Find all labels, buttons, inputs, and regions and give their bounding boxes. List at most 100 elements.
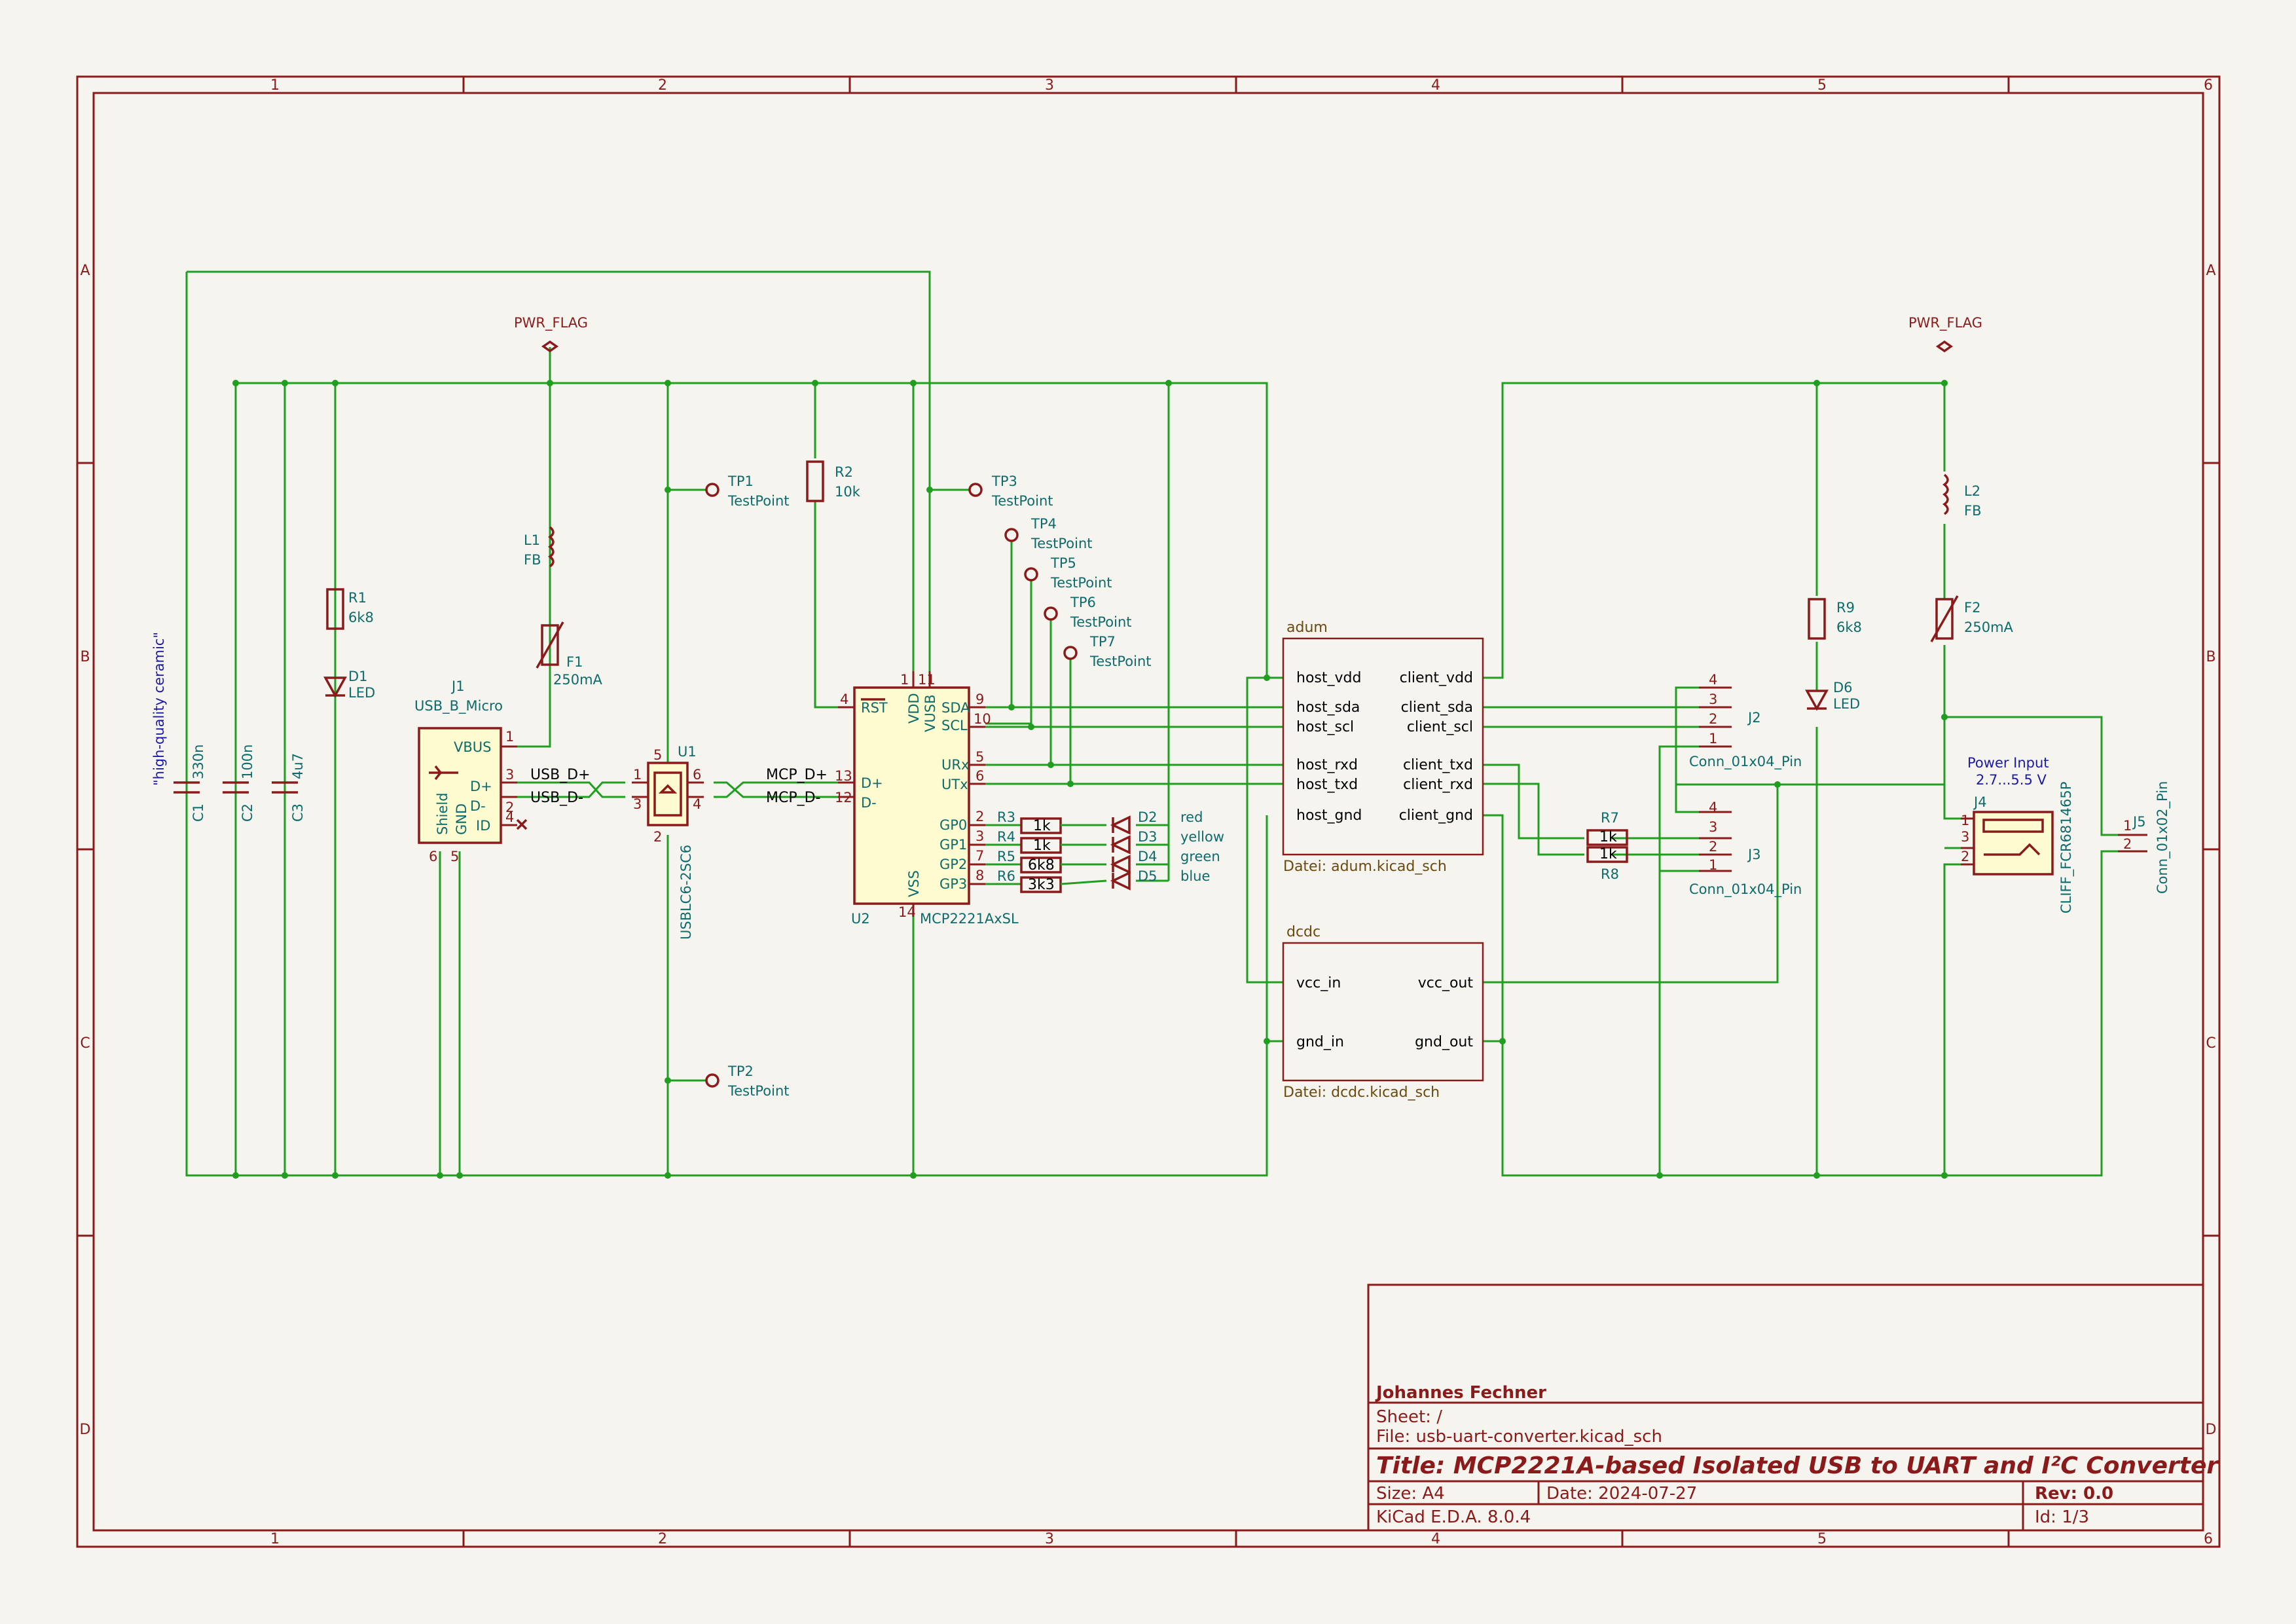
j5-val: Conn_01x02_Pin	[2155, 781, 2171, 894]
zone-col: 5	[1817, 1531, 1827, 1547]
u2-num: 9	[975, 692, 984, 707]
dcdc-name: dcdc	[1286, 924, 1321, 940]
ferrite-l2[interactable]: L2 FB	[1942, 473, 1982, 519]
f1-val: 250mA	[553, 672, 603, 688]
junctions	[232, 380, 1948, 1179]
j4-num: 1	[1961, 813, 1969, 828]
connector-j5[interactable]: 1 2 J5 Conn_01x02_Pin	[2118, 781, 2171, 894]
l1-ref: L1	[524, 532, 540, 548]
connector-j3[interactable]: 4 3 2 1 J3 Conn_01x04_Pin	[1689, 800, 1802, 898]
net-usb-dp: USB_D+	[530, 767, 591, 783]
resistor-r5[interactable]: R5 6k8	[997, 849, 1062, 874]
led-d2[interactable]: D2 red	[1110, 809, 1203, 835]
tp4-val: TestPoint	[1030, 536, 1093, 551]
resistor-r8[interactable]: R8 1k	[1586, 846, 1628, 882]
u2-pin: UTx	[941, 777, 968, 792]
u2-num: 6	[975, 768, 984, 784]
u2-pin: SCL	[941, 718, 968, 733]
tp5-ref: TP5	[1050, 555, 1076, 571]
connector-j1[interactable]: J1 USB_B_Micro VBUS D+ D- ID Shield GND …	[414, 678, 528, 864]
j1-pin-shield: Shield	[435, 792, 450, 835]
j2-ref: J2	[1747, 710, 1761, 726]
j5-num: 1	[2123, 818, 2132, 834]
f2-ref: F2	[1964, 600, 1980, 616]
j4-val: CLIFF_FCR681465P	[2058, 782, 2075, 913]
drawing-frame	[76, 75, 2221, 1548]
dcdc-pin: gnd_out	[1415, 1034, 1473, 1050]
resistor-r1[interactable]: R1 6k8	[326, 588, 374, 630]
r5-ref: R5	[997, 849, 1015, 864]
led-d3[interactable]: D3 yellow	[1110, 829, 1224, 855]
u2-pin: VDD	[906, 693, 922, 724]
tp4-ref: TP4	[1030, 516, 1057, 532]
sheet-dcdc[interactable]: dcdc Datei: dcdc.kicad_sch vcc_in gnd_in…	[1282, 924, 1484, 1101]
u1-num: 4	[693, 796, 701, 812]
cap-c3[interactable]: C3 4u7	[272, 753, 306, 822]
zone-col: 4	[1431, 1531, 1440, 1547]
u2-num: 3	[975, 828, 984, 844]
d1-val: LED	[348, 685, 375, 701]
power-flag-right: PWR_FLAG	[1908, 315, 1982, 353]
net-mcp-dp: MCP_D+	[766, 767, 828, 783]
j3-ref: J3	[1747, 847, 1761, 862]
u2-num: 1	[900, 672, 909, 688]
u1-val: USBLC6-2SC6	[678, 845, 694, 940]
testpoint-tp5[interactable]: TP5 TestPoint	[1024, 555, 1112, 591]
d2-ref: D2	[1138, 809, 1157, 825]
j1-pin-dm: D-	[470, 798, 486, 814]
d5-color: blue	[1180, 868, 1210, 884]
l2-ref: L2	[1964, 483, 1980, 499]
led-d1[interactable]: D1 LED	[323, 669, 375, 701]
r6-val: 3k3	[1028, 877, 1055, 893]
led-d6[interactable]: D6 LED	[1805, 680, 1860, 712]
testpoint-tp1[interactable]: TP1 TestPoint	[705, 473, 790, 509]
c3-ref: C3	[290, 803, 306, 822]
u2-ref: U2	[851, 911, 870, 927]
net-mcp-dm: MCP_D-	[766, 790, 821, 806]
drawing-date: Date: 2024-07-27	[1546, 1484, 1697, 1504]
resistor-r6[interactable]: R6 3k3	[997, 868, 1062, 893]
d3-ref: D3	[1138, 829, 1157, 845]
connector-j4[interactable]: 1 3 2 J4 Power Input 2.7...5.5 V CLIFF_F…	[1961, 755, 2075, 913]
testpoint-tp6[interactable]: TP6 TestPoint	[1044, 595, 1132, 630]
adum-pin: host_rxd	[1296, 757, 1358, 773]
j4-num: 2	[1961, 849, 1969, 864]
zone-col: 1	[270, 77, 280, 94]
fuse-f1[interactable]: F1 250mA	[536, 621, 603, 688]
testpoint-tp3[interactable]: TP3 TestPoint	[968, 473, 1053, 509]
testpoint-tp2[interactable]: TP2 TestPoint	[705, 1063, 790, 1099]
led-d5[interactable]: D5 blue	[1110, 868, 1210, 891]
r4-ref: R4	[997, 829, 1015, 845]
connector-j2[interactable]: 4 3 2 1 J2 Conn_01x04_Pin	[1689, 672, 1802, 770]
revision: Rev: 0.0	[2035, 1484, 2113, 1504]
esd-protector-u1[interactable]: U1 USBLC6-2SC6 5 1 3 2 6 4	[632, 744, 704, 940]
tp5-val: TestPoint	[1050, 575, 1112, 591]
ferrite-l1[interactable]: L1 FB	[524, 526, 555, 568]
j1-pin-gnd: GND	[454, 803, 469, 835]
resistor-r4[interactable]: R4 1k	[997, 829, 1062, 854]
adum-pin: host_scl	[1296, 719, 1354, 735]
u1-num: 1	[633, 767, 642, 783]
c1-val: 330n	[191, 745, 206, 779]
j1-pin-dp: D+	[470, 779, 492, 794]
r9-val: 6k8	[1836, 619, 1862, 635]
fuse-f2[interactable]: F2 250mA	[1930, 595, 2014, 642]
testpoint-tp7[interactable]: TP7 TestPoint	[1063, 634, 1152, 669]
r7-ref: R7	[1601, 810, 1619, 826]
resistor-r9[interactable]: R9 6k8	[1808, 598, 1862, 640]
resistor-r2[interactable]: R2 10k	[806, 460, 861, 502]
led-d4[interactable]: D4 green	[1110, 849, 1220, 874]
c3-val: 4u7	[290, 753, 306, 779]
title-block: Johannes Fechner Sheet: / File: usb-uart…	[1367, 1283, 2219, 1532]
sheet-adum[interactable]: adum Datei: adum.kicad_sch host_vdd host…	[1282, 619, 1484, 875]
u2-pin: VUSB	[922, 695, 938, 732]
zone-col: 6	[2204, 77, 2213, 94]
d6-ref: D6	[1833, 680, 1853, 695]
testpoint-tp4[interactable]: TP4 TestPoint	[1004, 516, 1093, 551]
ic-u2[interactable]: U2 MCP2221AxSL RST D+ D- 4 13 12 VDD VUS…	[835, 671, 1019, 927]
net-usb-dm: USB_D-	[530, 790, 583, 806]
resistor-r7[interactable]: R7 1k	[1586, 810, 1628, 846]
j1-val: USB_B_Micro	[414, 698, 503, 714]
